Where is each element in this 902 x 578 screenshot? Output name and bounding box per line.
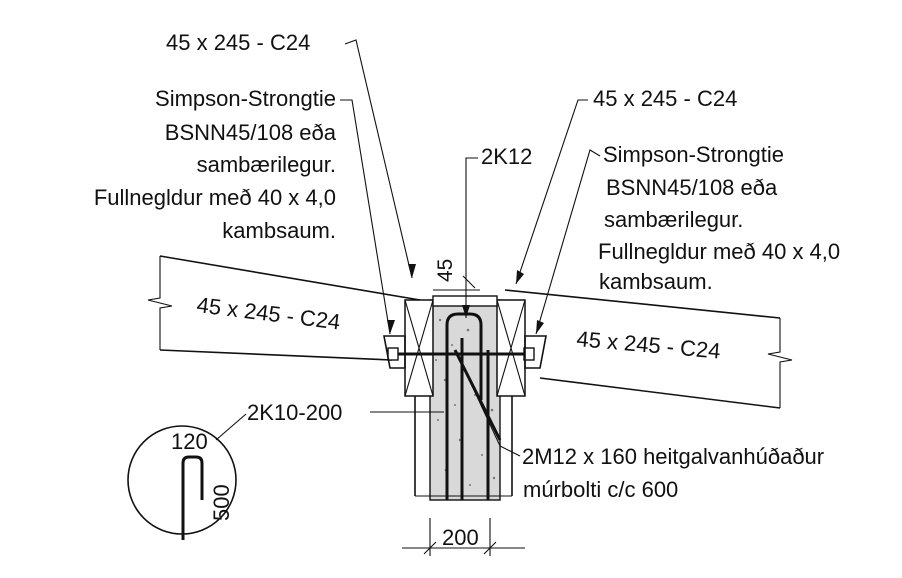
beam-right-label: 45 x 245 - C24	[576, 326, 722, 363]
wall-width-dimension	[402, 518, 525, 556]
right-strongtie-line-2: BSNN45/108 eða	[606, 175, 778, 200]
right-strongtie-line-1: Simpson-Strongtie	[603, 142, 784, 167]
right-beam	[504, 289, 793, 409]
right-strongtie-line-5: kambsaum.	[599, 269, 713, 294]
stirrups-label: 2K10-200	[247, 400, 342, 425]
top-plates	[404, 295, 526, 397]
left-strongtie-line-1: Simpson-Strongtie	[155, 86, 336, 111]
stirrup-detail	[127, 413, 247, 540]
left-strongtie-line-4: Fullnegldur með 40 x 4,0	[94, 185, 336, 210]
rebar-top-label: 2K12	[481, 144, 532, 169]
top-timber-left-label: 45 x 245 - C24	[166, 30, 310, 55]
right-strongtie-line-3: sambærilegur.	[604, 207, 743, 232]
left-strongtie-line-2: BSNN45/108 eða	[165, 120, 337, 145]
left-strongtie-line-3: sambærilegur.	[197, 152, 336, 177]
wall-width-label: 200	[442, 525, 479, 550]
right-strongtie-label: Simpson-Strongtie BSNN45/108 eða sambæri…	[598, 142, 840, 294]
right-strongtie-line-4: Fullnegldur með 40 x 4,0	[598, 239, 840, 264]
top-timber-right-label: 45 x 245 - C24	[593, 86, 737, 111]
detail-width-label: 120	[171, 429, 208, 454]
left-strongtie-line-5: kambsaum.	[222, 218, 336, 243]
anchor-bolt-line-2: múrbolti c/c 600	[523, 477, 678, 502]
detail-height-label: 500	[209, 484, 234, 521]
strongtie-brackets	[383, 335, 547, 369]
leader-lines	[340, 39, 601, 457]
left-beam	[147, 255, 421, 361]
beam-left-label: 45 x 245 - C24	[195, 292, 341, 334]
anchor-bolt-line-1: 2M12 x 160 heitgalvanhúðaður	[522, 444, 824, 469]
left-strongtie-label: Simpson-Strongtie BSNN45/108 eða sambæri…	[94, 86, 337, 243]
dimension-45-label: 45	[434, 259, 457, 282]
